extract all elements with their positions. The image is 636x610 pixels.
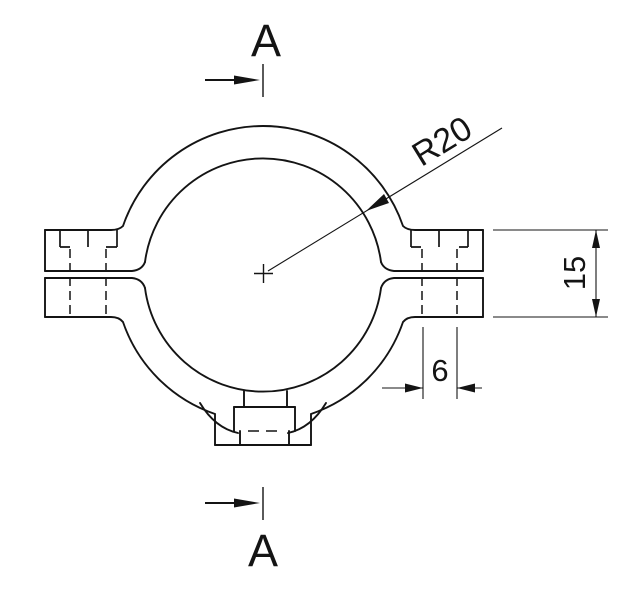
hole-width-dimension-label: 6 xyxy=(431,353,448,388)
bottom-outer-arc-left xyxy=(44,316,216,446)
top-half-mating-face-left xyxy=(44,261,146,272)
flange-height-dimension: 15 xyxy=(493,229,608,318)
clamp-top-half-outline xyxy=(44,125,484,272)
height-arrowhead-up-icon xyxy=(592,230,600,248)
bottom-outer-arc-right xyxy=(310,316,484,446)
section-marker-top: A xyxy=(205,15,281,97)
bore-arc-top xyxy=(144,157,382,263)
section-label-bottom: A xyxy=(248,525,278,576)
section-arrow-icon-top xyxy=(234,75,260,85)
clamp-bottom-half-outline xyxy=(44,277,484,446)
top-half-mating-face-right xyxy=(380,261,484,272)
flange-height-dimension-label: 15 xyxy=(557,256,592,290)
right-flange-screw-counterbore xyxy=(410,230,469,314)
hole-arrowhead-left-icon xyxy=(457,383,475,393)
section-arrow-icon-bottom xyxy=(234,498,260,508)
right-counterbore-outline xyxy=(410,230,469,248)
hole-width-dimension: 6 xyxy=(382,327,482,399)
radius-arrowhead-icon xyxy=(366,194,389,211)
left-flange-screw-counterbore xyxy=(59,230,118,314)
bottom-boss xyxy=(199,390,327,446)
bottom-half-mating-face-left xyxy=(44,277,146,289)
boss-gusset-fillet-left xyxy=(199,402,239,434)
section-marker-bottom: A xyxy=(205,487,278,576)
boss-gusset-fillet-right xyxy=(287,402,327,434)
center-cross xyxy=(254,264,273,283)
section-label-top: A xyxy=(251,15,281,66)
left-counterbore-outline xyxy=(59,230,118,248)
height-arrowhead-down-icon xyxy=(592,299,600,317)
center-mark xyxy=(254,264,273,283)
bore-arc-bottom xyxy=(144,287,382,393)
hole-arrowhead-right-icon xyxy=(405,383,423,393)
bottom-half-mating-face-right xyxy=(380,277,484,289)
top-outer-arc-with-flange-tops xyxy=(44,125,484,231)
